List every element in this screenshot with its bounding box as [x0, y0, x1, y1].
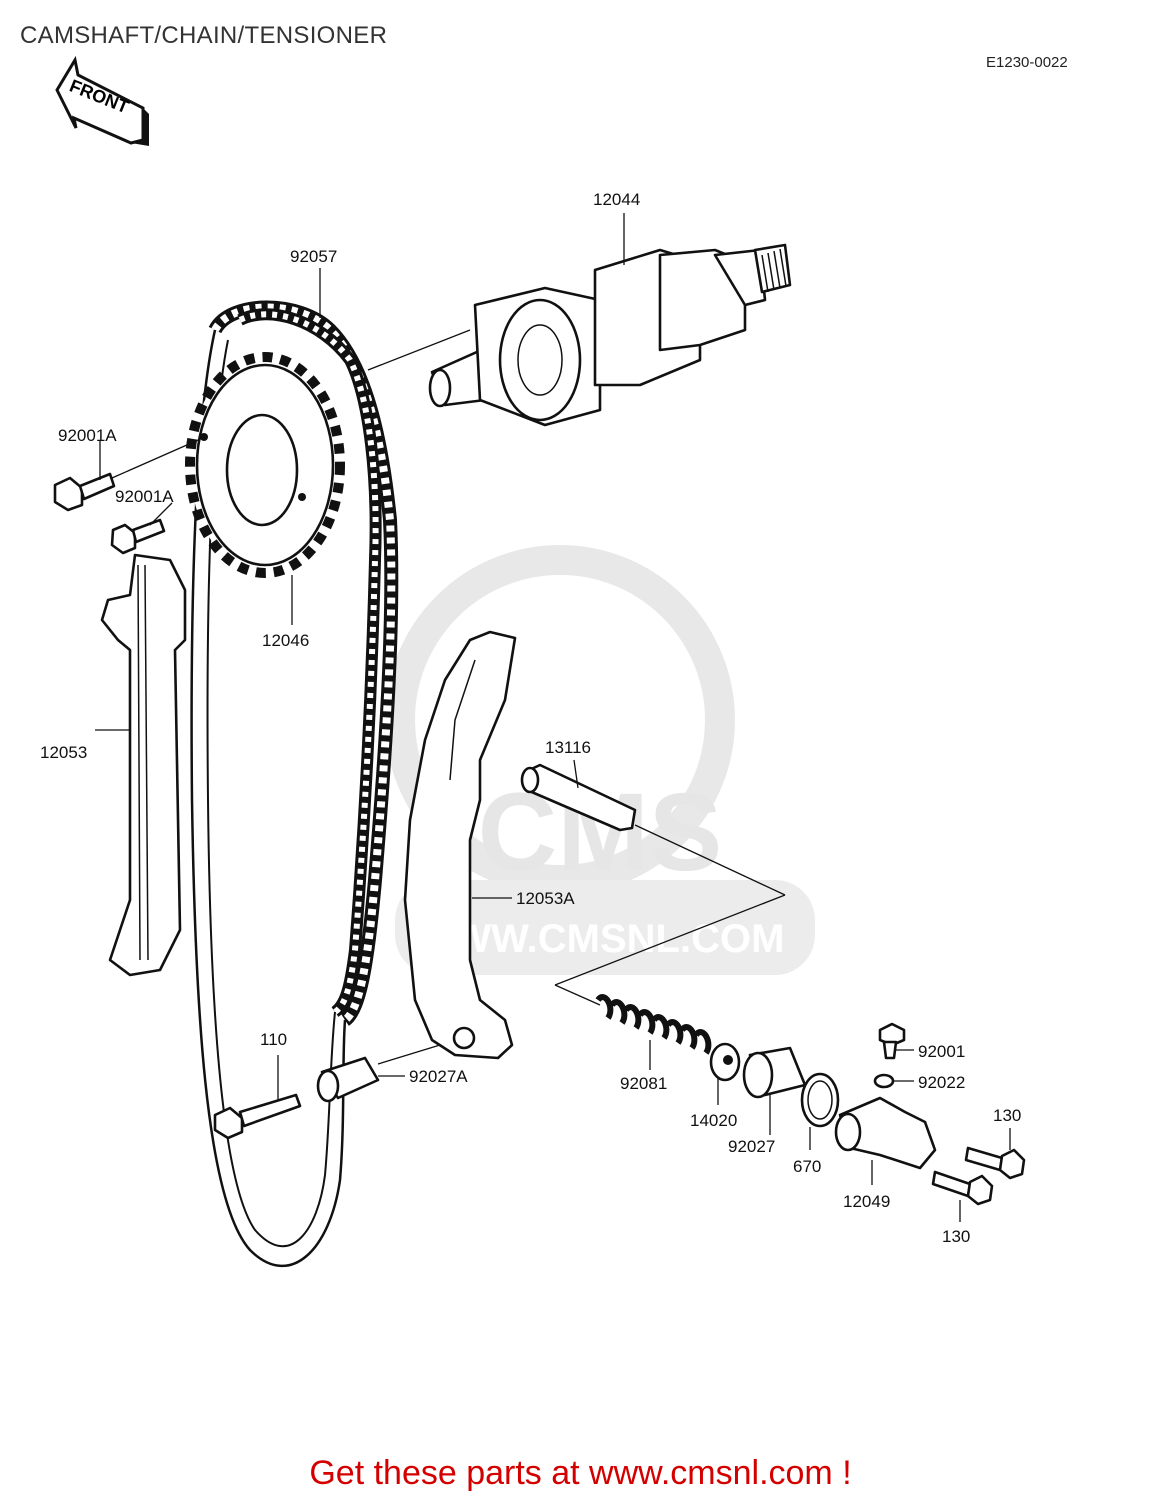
cam-chain: [190, 300, 399, 1268]
label-92001a-lower: 92001A: [115, 487, 174, 506]
chain-guide: [100, 553, 187, 977]
collar-92027a: [316, 1056, 380, 1103]
label-670: 670: [793, 1157, 821, 1176]
label-92027: 92027: [728, 1137, 775, 1156]
bolt-92001: [878, 1022, 906, 1060]
label-92001: 92001: [918, 1042, 965, 1061]
label-12044: 12044: [593, 190, 640, 209]
watermark-brand: CMS: [478, 771, 722, 894]
footer-link-text[interactable]: Get these parts at www.cmsnl.com !: [309, 1454, 852, 1492]
label-92027a: 92027A: [409, 1067, 468, 1086]
watermark-url: WWW.CMSNL.COM: [416, 917, 785, 961]
label-12046: 12046: [262, 631, 309, 650]
label-92001a-upper: 92001A: [58, 426, 117, 445]
diagram-title: CAMSHAFT/CHAIN/TENSIONER: [20, 22, 388, 49]
bolt-92001a-lower: [110, 518, 166, 555]
label-92057: 92057: [290, 247, 337, 266]
camshaft: [428, 243, 792, 427]
label-130-lower: 130: [942, 1227, 970, 1246]
bolt-92001a-upper: [53, 472, 116, 512]
label-110: 110: [260, 1030, 287, 1049]
bolt-110: [213, 1093, 302, 1140]
tensioner-arm: [403, 630, 517, 1060]
label-130-upper: 130: [993, 1106, 1021, 1125]
tensioner-spring: [595, 994, 712, 1055]
cam-sprocket: [185, 352, 345, 578]
label-14020: 14020: [690, 1111, 737, 1130]
label-92081: 92081: [620, 1074, 667, 1093]
label-12053: 12053: [40, 743, 87, 762]
tensioner-shaft: [520, 763, 637, 832]
label-13116: 13116: [545, 738, 591, 757]
label-92022: 92022: [918, 1073, 965, 1092]
tensioner-push-rod-14020: [709, 1042, 741, 1082]
tensioner-body-12049: [834, 1096, 937, 1170]
cms-watermark: CMS WWW.CMSNL.COM: [385, 545, 815, 975]
washer-92022: [873, 1073, 895, 1089]
bolt-130-upper: [964, 1146, 1026, 1180]
front-arrow-icon: FRONT: [55, 55, 149, 146]
diagram-code: E1230-0022: [986, 54, 1068, 71]
label-12049: 12049: [843, 1192, 890, 1211]
o-ring-670: [800, 1072, 840, 1128]
bolt-130-lower: [931, 1170, 994, 1206]
leader-lines: [95, 213, 1011, 1222]
tensioner-sleeve-92027: [742, 1046, 807, 1099]
label-12053a: 12053A: [516, 889, 575, 908]
